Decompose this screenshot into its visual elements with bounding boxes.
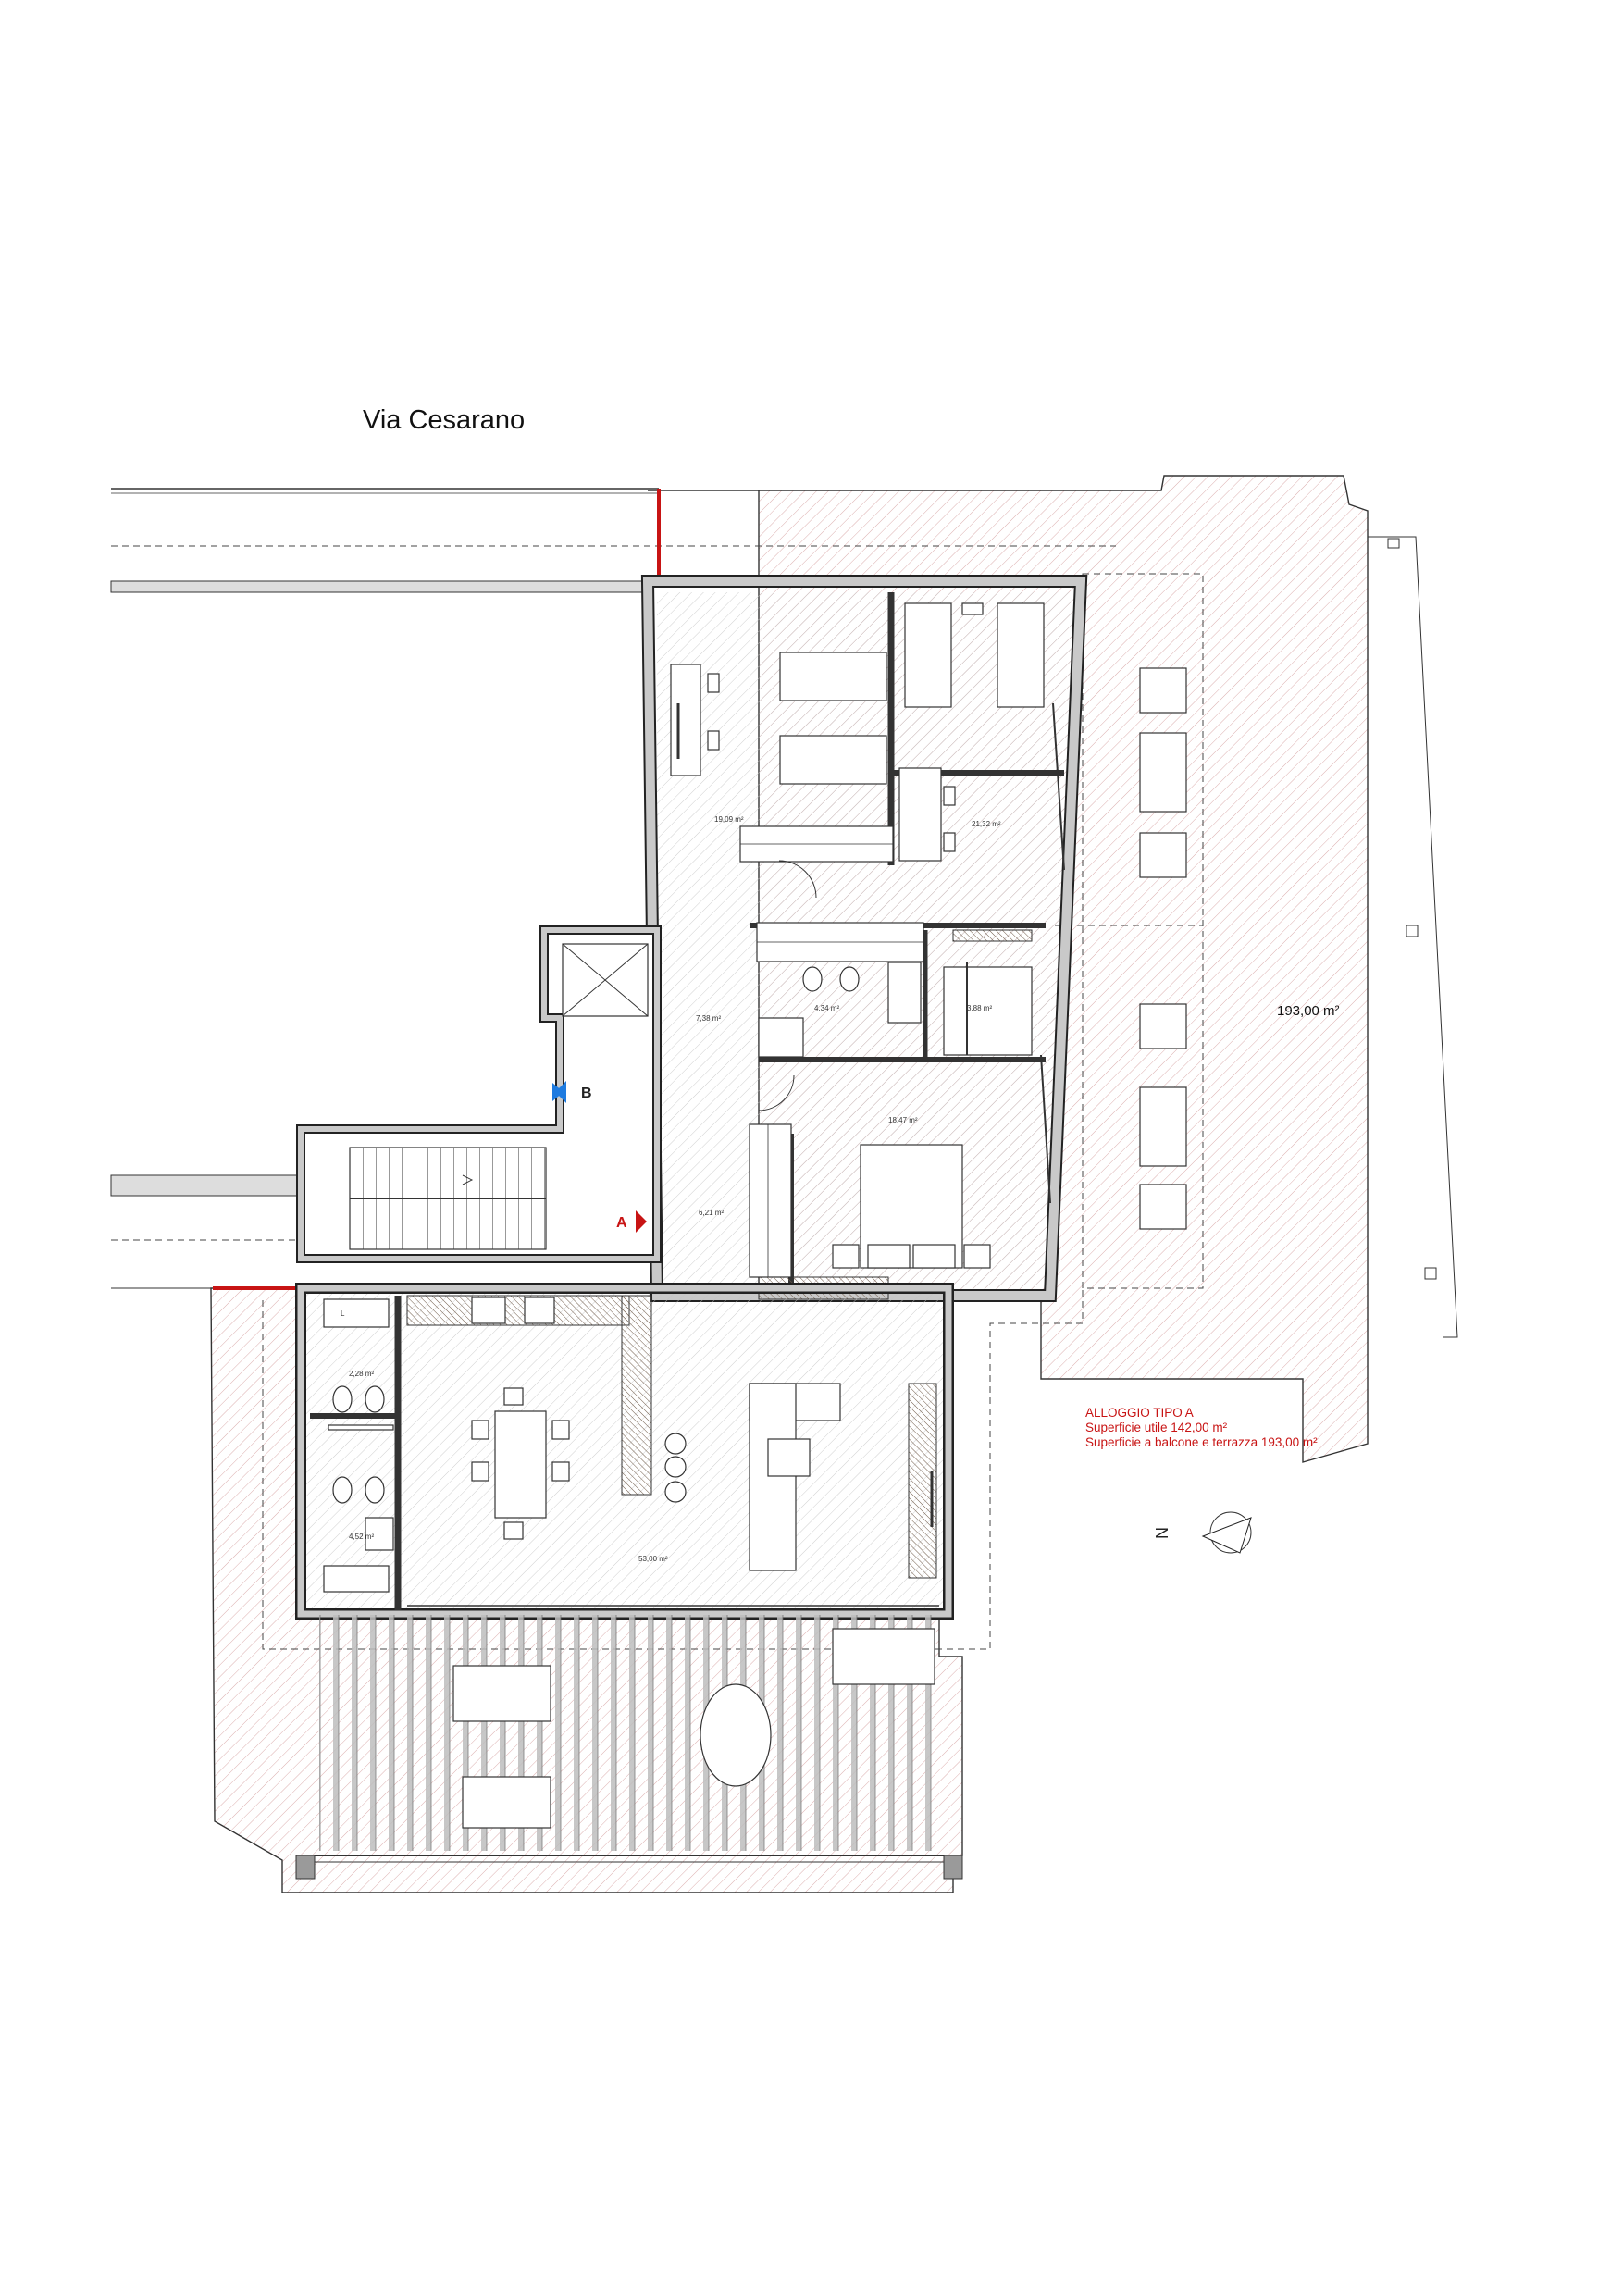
terrace-area: 193,00 m² xyxy=(1277,1003,1340,1019)
day-zone xyxy=(295,1283,954,1620)
info-usable-area: Superficie utile 142,00 m² xyxy=(1085,1421,1228,1434)
bedroom-furniture xyxy=(670,602,1065,1278)
room-area-hall: 7,38 m² xyxy=(696,1014,721,1023)
section-marker-a-label: A xyxy=(616,1215,627,1231)
terrace-furniture xyxy=(1139,667,1187,1230)
pergola xyxy=(295,1615,963,1880)
dashed-boundary-east xyxy=(1082,573,1204,1289)
room-area-master-bedroom: 18,47 m² xyxy=(888,1116,918,1124)
info-terrace-area: Superficie a balcone e terrazza 193,00 m… xyxy=(1085,1435,1318,1449)
room-area-laundry: 2,28 m² xyxy=(349,1370,374,1378)
room-area-closet: 3,88 m² xyxy=(967,1004,992,1012)
laundry-tag: L xyxy=(341,1309,345,1318)
section-marker-a-arrow xyxy=(636,1210,647,1233)
street-edge xyxy=(110,488,659,1289)
info-title: ALLOGGIO TIPO A xyxy=(1085,1406,1194,1420)
room-area-bath-2: 4,52 m² xyxy=(349,1533,374,1541)
street-label: Via Cesarano xyxy=(363,405,525,435)
room-area-living: 53,00 m² xyxy=(638,1555,668,1563)
section-marker-b-label: B xyxy=(581,1086,592,1101)
north-arrow xyxy=(1201,1511,1252,1554)
room-area-bedroom-2: 21,32 m² xyxy=(972,820,1001,828)
room-area-entrance: 6,21 m² xyxy=(699,1209,724,1217)
north-label: N xyxy=(1153,1527,1171,1539)
room-area-bath-1: 4,34 m² xyxy=(814,1004,839,1012)
dashed-boundary-south xyxy=(262,1288,1084,1650)
room-area-bedroom-1: 19,09 m² xyxy=(714,815,744,824)
stair-core xyxy=(296,925,662,1263)
